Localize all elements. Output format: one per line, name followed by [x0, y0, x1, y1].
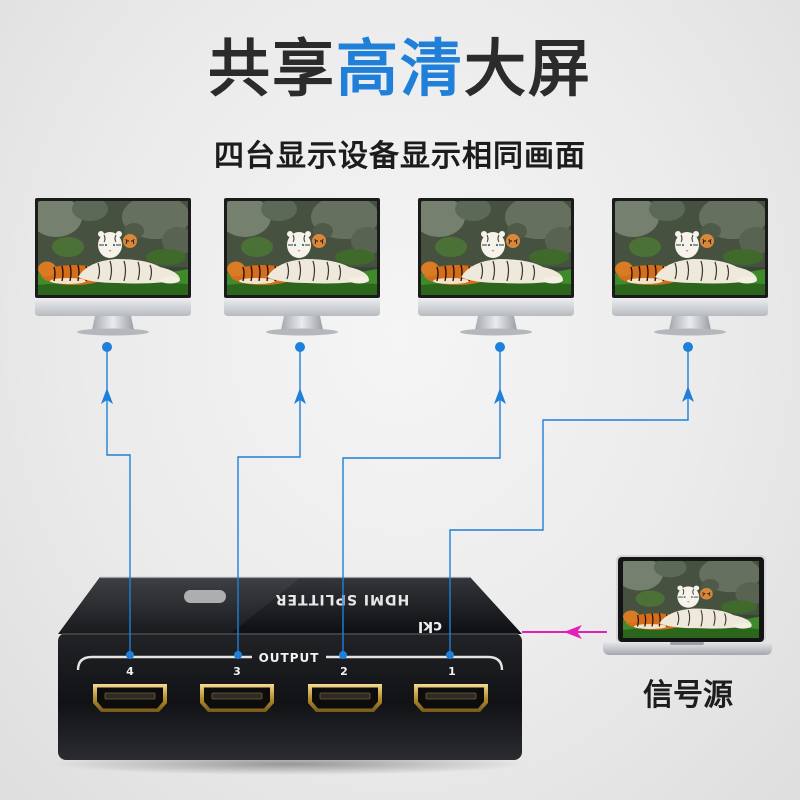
- monitor-4-display: [35, 198, 191, 336]
- monitor-chin: [224, 298, 380, 316]
- port-number-4: 4: [126, 665, 134, 678]
- monitor-3-connector-dot: [295, 342, 305, 352]
- monitor-screen-image: [227, 201, 377, 295]
- port-number-2: 2: [340, 665, 348, 678]
- connection-line-port-2: [342, 347, 501, 655]
- monitor-4-connector-dot: [102, 342, 112, 352]
- monitor-stand-neck: [281, 316, 323, 330]
- output-arrows: [101, 386, 694, 404]
- monitor-stand-base: [654, 328, 726, 336]
- monitor-stand-base: [266, 328, 338, 336]
- monitor-stand-neck: [669, 316, 711, 330]
- device-top-face: [58, 577, 522, 634]
- source-label: 信号源: [643, 678, 733, 713]
- port-number-1: 1: [448, 665, 456, 678]
- title-part-hd: 高清: [335, 32, 464, 105]
- input-connection: [522, 625, 607, 639]
- port-4-connector-dot: [126, 651, 134, 659]
- port-2-connector-dot: [339, 651, 347, 659]
- arrow-up-icon: [682, 386, 694, 402]
- device-top-sheen: [58, 578, 300, 634]
- port-1-connector-dot: [446, 651, 454, 659]
- output-connections: [106, 347, 689, 655]
- monitor-screen-image: [38, 201, 188, 295]
- hdmi-port-tongue: [211, 692, 263, 700]
- monitor-screen-image: [421, 201, 571, 295]
- arrow-up-icon: [294, 388, 306, 404]
- monitor-chin: [35, 298, 191, 316]
- hdmi-port-1: [414, 684, 488, 712]
- port-3-connector-dot: [234, 651, 242, 659]
- monitor-2-display: [418, 198, 574, 336]
- hdmi-port-3: [200, 684, 274, 712]
- connection-dots: [102, 342, 693, 659]
- output-label: OUTPUT: [259, 651, 320, 665]
- page-title: 共享高清大屏: [0, 36, 800, 102]
- laptop-signal-source: [603, 555, 772, 655]
- laptop-base: [603, 642, 772, 655]
- laptop-screen-image: [623, 561, 759, 638]
- device-top-label: HDMI SPLITTER: [275, 591, 410, 607]
- device-badge: [184, 590, 226, 603]
- monitor-chin: [612, 298, 768, 316]
- brand-logo: ckl: [418, 618, 442, 636]
- monitor-2-connector-dot: [495, 342, 505, 352]
- hdmi-port-4: [93, 684, 167, 712]
- connection-line-port-1: [449, 347, 689, 655]
- monitor-1-connector-dot: [683, 342, 693, 352]
- device-front-face: [58, 633, 522, 760]
- hdmi-port-tongue: [319, 692, 371, 700]
- monitor-3-display: [224, 198, 380, 336]
- laptop-notch: [670, 642, 704, 645]
- connection-line-port-3: [237, 347, 301, 655]
- arrow-up-icon: [494, 388, 506, 404]
- monitor-chin: [418, 298, 574, 316]
- arrow-up-icon: [101, 388, 113, 404]
- monitor-1-display: [612, 198, 768, 336]
- monitor-stand-neck: [92, 316, 134, 330]
- title-part-share: 共享: [207, 32, 336, 105]
- output-panel-edge: [76, 655, 504, 671]
- title-part-big-screen: 大屏: [464, 32, 593, 105]
- port-number-3: 3: [233, 665, 241, 678]
- connection-line-port-4: [106, 347, 131, 655]
- monitor-screen-image: [615, 201, 765, 295]
- hdmi-port-tongue: [425, 692, 477, 700]
- arrow-left-icon: [564, 625, 582, 639]
- page-subtitle: 四台显示设备显示相同画面: [214, 139, 586, 174]
- monitor-stand-base: [460, 328, 532, 336]
- hdmi-port-tongue: [104, 692, 156, 700]
- hdmi-splitter: HDMI SPLITTER ckl OUTPUT 4 3 2 1: [52, 576, 528, 775]
- monitor-stand-neck: [475, 316, 517, 330]
- monitor-stand-base: [77, 328, 149, 336]
- hdmi-port-2: [308, 684, 382, 712]
